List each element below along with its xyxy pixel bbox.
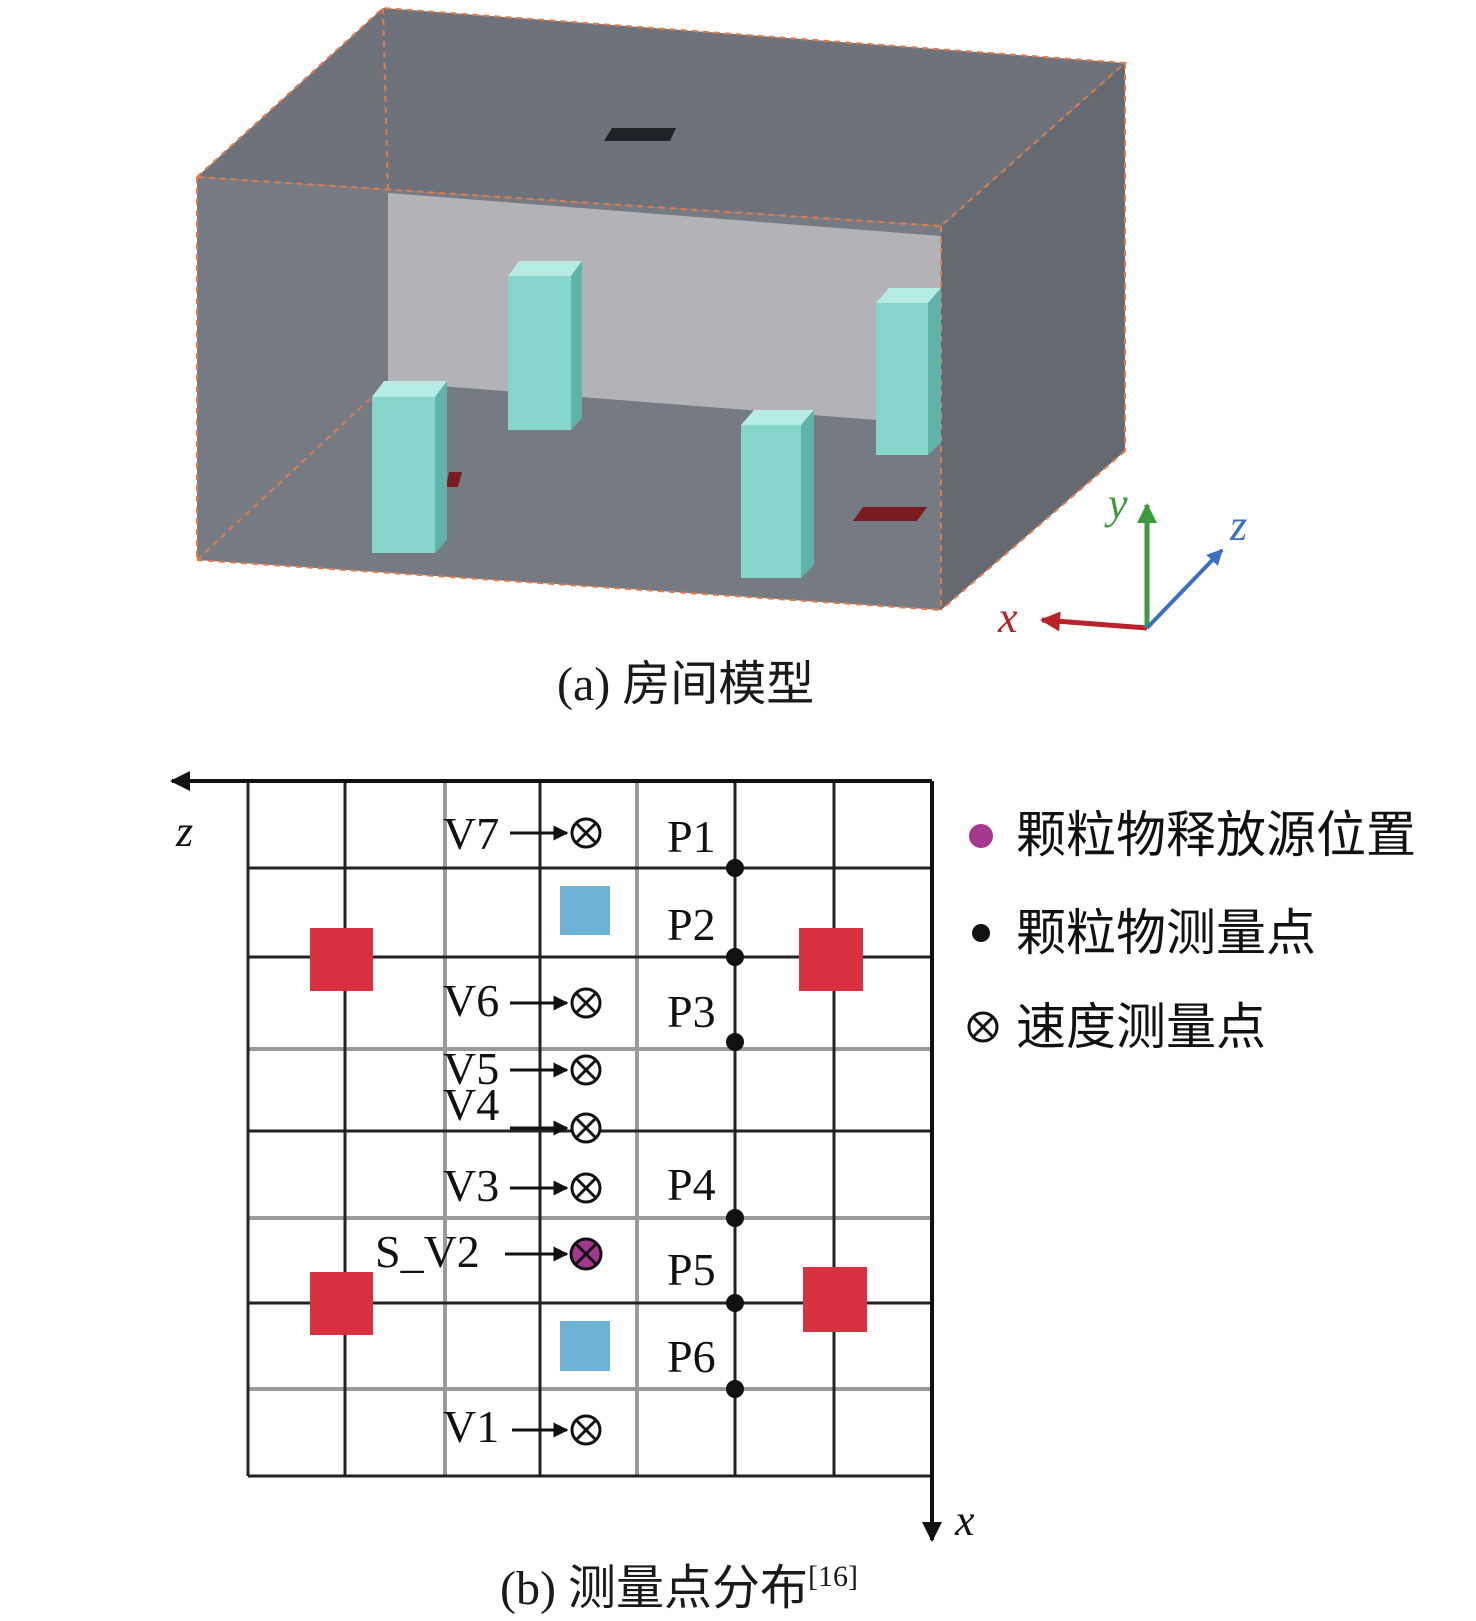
particle-label: P4 (667, 1159, 716, 1210)
velocity-point: V4 (443, 1079, 602, 1144)
cross-circle-icon (570, 1112, 602, 1144)
particle-label: P1 (667, 811, 716, 862)
cross-circle-icon (570, 1054, 602, 1086)
particle-point: P3 (667, 986, 744, 1051)
particle-label: P2 (667, 899, 716, 950)
caption-a: (a) 房间模型 (557, 658, 814, 711)
velocity-points: V7 V6 V5 (375, 808, 603, 1452)
legend: 颗粒物释放源位置 颗粒物测量点 速度测量点 (967, 807, 1416, 1055)
cross-circle-icon (570, 1414, 602, 1446)
velocity-label: V7 (443, 808, 499, 859)
particle-point: P5 (667, 1244, 744, 1312)
velocity-point: V6 (443, 975, 602, 1026)
legend-item-source: 颗粒物释放源位置 (969, 807, 1416, 863)
velocity-point: V3 (443, 1160, 602, 1211)
pillar-front-right (741, 410, 814, 578)
pillar-marker (310, 1272, 373, 1335)
room-top-face (197, 8, 1125, 226)
legend-item-velocity: 速度测量点 (967, 999, 1266, 1055)
velocity-point: V7 (443, 808, 602, 859)
velocity-label: V5 (443, 1043, 499, 1094)
blue-marker (560, 886, 610, 935)
cross-circle-icon (570, 817, 602, 849)
cross-circle-icon (967, 1011, 999, 1043)
grid-x-label: x (954, 1496, 975, 1545)
particle-points: P1 P2 P3 P4 P5 P6 (667, 811, 744, 1398)
x-axis-label: x (997, 593, 1018, 642)
pillar-marker (803, 1267, 867, 1332)
particle-point: P1 (667, 811, 744, 877)
z-axis-arrow (1145, 548, 1224, 630)
particle-label: P5 (667, 1244, 716, 1295)
particle-point: P6 (667, 1331, 744, 1398)
caption-b: (b) 测量点分布[16] (500, 1560, 858, 1615)
z-axis-label: z (1229, 501, 1247, 550)
axis-triad: x y z (997, 479, 1247, 642)
room-right-face (941, 63, 1125, 610)
pillar-markers (310, 886, 867, 1371)
velocity-point: V5 (443, 1043, 602, 1094)
velocity-label: V4 (443, 1079, 499, 1130)
grid-gray-lines (248, 781, 932, 1476)
pillar-back-right (876, 288, 941, 455)
legend-item-particle: 颗粒物测量点 (972, 905, 1316, 961)
source-dot-icon (969, 824, 993, 848)
legend-label: 颗粒物测量点 (1016, 905, 1316, 961)
pillar-marker (310, 928, 373, 991)
source-velocity-point: S_V2 (375, 1226, 603, 1277)
floor-outlet-right (853, 507, 927, 521)
black-dot-icon (972, 924, 990, 942)
velocity-label: V1 (443, 1401, 499, 1452)
y-axis-label: y (1104, 479, 1128, 528)
cross-circle-icon (570, 1172, 602, 1204)
caption-b-text: (b) 测量点分布 (500, 1562, 808, 1615)
velocity-label: S_V2 (375, 1226, 480, 1277)
floor-outlet-left (446, 472, 462, 487)
particle-label: P3 (667, 986, 716, 1037)
x-axis-arrow (1040, 611, 1148, 632)
pillar-marker (799, 928, 863, 991)
source-cross-circle-icon (569, 1237, 603, 1271)
velocity-label: V6 (443, 975, 499, 1026)
caption-b-citation: [16] (808, 1560, 858, 1593)
velocity-label: V3 (443, 1160, 499, 1211)
blue-marker (560, 1321, 610, 1371)
velocity-point: V1 (443, 1401, 602, 1452)
particle-label: P6 (667, 1331, 716, 1382)
ceiling-vent (604, 128, 676, 141)
particle-point: P4 (667, 1159, 744, 1227)
cross-circle-icon (570, 987, 602, 1019)
pillar-back-left (508, 261, 582, 430)
legend-label: 颗粒物释放源位置 (1016, 807, 1416, 863)
particle-point: P2 (667, 899, 744, 966)
pillar-front-left (372, 381, 447, 553)
grid-z-label: z (175, 807, 193, 856)
room-model (196, 6, 1128, 611)
legend-label: 速度测量点 (1016, 999, 1266, 1055)
